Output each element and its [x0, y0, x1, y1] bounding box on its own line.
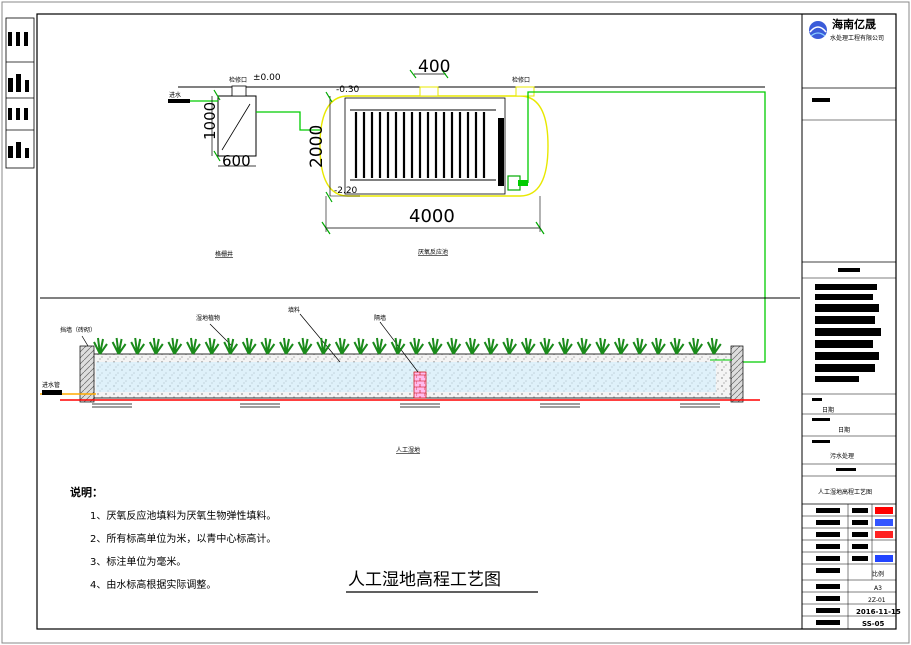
left-margin-stamps [5, 17, 35, 169]
plant-icon [186, 337, 201, 355]
plant-icon [167, 337, 183, 355]
drawing-name: 人工湿地高程工艺图 [818, 488, 872, 496]
label-inlet-pipe: 进水管 [42, 381, 60, 389]
dim-tank-height: 2000 [307, 125, 327, 168]
plant-icon [130, 337, 146, 355]
company-sub: 水处理工程有限公司 [830, 34, 884, 42]
caption-wetland: 人工湿地 [396, 446, 420, 454]
plant-icon [502, 337, 518, 355]
plant-icon [148, 337, 164, 355]
plant-icon [706, 337, 722, 355]
plant-icon [483, 337, 499, 355]
wetland-plants [93, 337, 722, 355]
label-manhole-1: 检修口 [229, 76, 247, 84]
plant-icon [204, 337, 220, 355]
plant-icon [427, 337, 443, 355]
caption-well: 格栅井 [215, 250, 233, 258]
plant-icon [669, 337, 685, 355]
sheet-no: SS-05 [862, 620, 885, 628]
process-label: 污水处理 [830, 452, 854, 460]
plant-icon [316, 337, 332, 355]
wetland-section [40, 313, 760, 408]
note-item-2: 2、所有标高单位为米，以青中心标高计。 [90, 532, 276, 545]
label-wall-left: 挡墙（砖砌） [60, 326, 96, 334]
note-item-4: 4、由水标高根据实际调整。 [90, 578, 216, 591]
tank-dimensions [321, 69, 545, 235]
small-row-1: 日期 [822, 406, 834, 414]
main-title: 人工湿地高程工艺图 [348, 570, 501, 590]
plant-icon [688, 337, 704, 355]
plant-icon [539, 337, 555, 355]
plant-icon [409, 337, 425, 355]
plant-icon [576, 337, 592, 355]
notes-heading: 说明： [70, 485, 103, 499]
note-item-1: 1、厌氧反应池填料为厌氧生物弹性填料。 [90, 509, 276, 522]
plant-icon [241, 337, 257, 355]
plant-icon [651, 337, 666, 355]
plant-icon [334, 337, 350, 355]
scale-b: A3 [874, 585, 882, 592]
small-row-2: 日期 [838, 426, 850, 434]
plant-icon [279, 337, 294, 355]
signature-stamp-1 [875, 507, 893, 514]
label-wall-mid: 隔墙 [374, 314, 386, 322]
plant-icon [223, 337, 239, 355]
plant-icon [93, 337, 108, 355]
plant-icon [520, 337, 536, 355]
dim-top-opening: 400 [418, 57, 450, 77]
signature-stamp-2 [875, 519, 893, 526]
plant-icon [465, 337, 480, 355]
elev-tank-bottom: -2.20 [334, 186, 358, 196]
plant-icon [632, 337, 648, 355]
grating-well [168, 85, 257, 167]
label-manhole-2: 检修口 [512, 76, 530, 84]
signature-stamp-4 [875, 555, 893, 562]
plant-icon [558, 337, 573, 355]
plant-icon [595, 337, 611, 355]
plant-icon [446, 337, 462, 355]
note-item-3: 3、标注单位为毫米。 [90, 555, 186, 568]
dim-tank-length: 4000 [409, 206, 455, 227]
plant-icon [260, 337, 276, 355]
plant-icon [111, 337, 127, 355]
title-block [802, 21, 896, 629]
caption-tank: 厌氧反应池 [418, 248, 448, 256]
dim-well-height: 1000 [201, 102, 219, 140]
plant-icon [390, 337, 406, 355]
label-filler: 填料 [288, 306, 300, 314]
company-logo-icon [809, 21, 827, 39]
plant-icon [613, 337, 629, 355]
plant-icon [372, 337, 387, 355]
elev-tank-top: -0.30 [336, 85, 360, 95]
rev-code: 2Z-01 [868, 597, 886, 604]
drawing-date: 2016-11-15 [856, 608, 901, 616]
label-plants: 湿地植物 [196, 314, 220, 322]
company-name: 海南亿晟 [832, 17, 876, 31]
elev-zero: ±0.00 [253, 73, 281, 83]
signature-stamp-3 [875, 531, 893, 538]
label-inlet: 进水 [169, 91, 181, 99]
drawing-frame [36, 13, 897, 630]
tank-section [168, 69, 766, 363]
plant-icon [353, 337, 369, 355]
plant-icon [297, 337, 313, 355]
dim-well-width: 600 [222, 152, 251, 170]
anaerobic-tank [319, 86, 549, 197]
scale-a: 比例 [872, 570, 884, 578]
